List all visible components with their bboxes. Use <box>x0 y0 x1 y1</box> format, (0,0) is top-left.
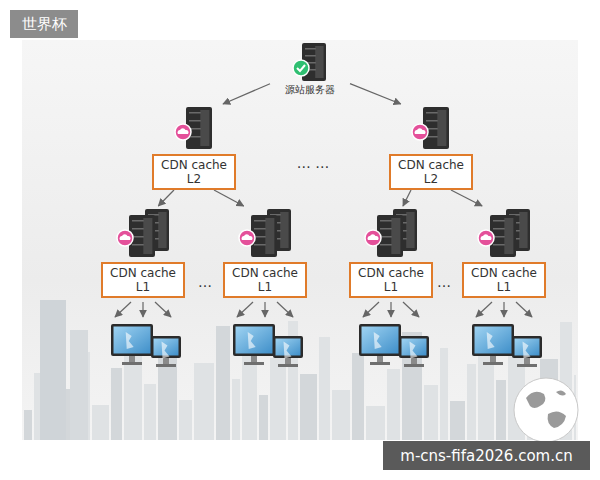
client-computers <box>111 302 542 367</box>
cdn-box-outline: CDN cache L1 <box>349 262 433 298</box>
building <box>467 364 476 440</box>
building <box>179 400 192 440</box>
building <box>111 368 122 440</box>
client-arrow <box>264 302 265 317</box>
cdn-box-outline: CDN cache L2 <box>152 154 236 190</box>
cache-label: CDN cache L1 <box>357 266 425 294</box>
client-arrow <box>516 302 532 317</box>
origin-server-node: 源站服务器 <box>270 40 350 96</box>
client-arrow <box>142 302 143 317</box>
building <box>92 405 109 440</box>
connector-arrow <box>214 190 244 206</box>
ellipsis: … <box>437 274 451 290</box>
building <box>232 379 240 440</box>
building <box>144 384 156 440</box>
globe <box>514 378 578 442</box>
connector-arrow <box>223 84 270 104</box>
building <box>450 401 465 440</box>
building <box>242 342 257 440</box>
cache-label: CDN cache L2 <box>160 158 228 186</box>
building <box>440 348 448 440</box>
connector-arrow <box>158 190 174 206</box>
client-arrow <box>155 302 171 317</box>
client-arrow <box>237 302 253 317</box>
building <box>332 390 350 440</box>
monitor <box>399 336 429 367</box>
cache-label: CDN cache L1 <box>470 266 538 294</box>
building <box>194 363 214 440</box>
cdn-cache-node: CDN cache L1 <box>346 206 436 298</box>
building <box>319 337 330 440</box>
cache-label: CDN cache L1 <box>109 266 177 294</box>
cdn-server-icon <box>409 106 453 150</box>
tower-building <box>40 300 66 440</box>
ellipsis: … … <box>297 155 329 171</box>
cache-label: CDN cache L2 <box>397 158 465 186</box>
client-arrow <box>277 302 293 317</box>
cdn-cache-node: CDN cache L2 <box>386 104 476 190</box>
building <box>352 353 364 440</box>
building <box>270 358 286 440</box>
building <box>158 347 177 440</box>
client-arrow <box>503 302 504 317</box>
building <box>496 380 506 440</box>
connector-arrow <box>350 84 401 104</box>
city-skyline <box>24 300 576 440</box>
cdn-server-icon <box>474 208 534 258</box>
building <box>216 326 230 440</box>
cdn-box-outline: CDN cache L1 <box>101 262 185 298</box>
cdn-cache-node: CDN cache L1 <box>459 206 549 298</box>
origin-server-icon <box>290 42 330 82</box>
building <box>366 406 385 440</box>
cdn-server-icon <box>361 208 421 258</box>
monitor <box>151 336 181 367</box>
watermark: m-cns-fifa2026.com.cn <box>383 441 590 470</box>
monitor <box>472 324 514 365</box>
monitor <box>359 324 401 365</box>
cdn-box-outline: CDN cache L2 <box>389 154 473 190</box>
cdn-cache-node: CDN cache L1 <box>98 206 188 298</box>
building <box>24 410 32 440</box>
cdn-cache-node: CDN cache L1 <box>220 206 310 298</box>
connector-arrow <box>403 190 411 206</box>
client-arrow <box>476 302 492 317</box>
client-arrow <box>390 302 391 317</box>
cache-label: CDN cache L1 <box>231 266 299 294</box>
cdn-cache-node: CDN cache L2 <box>149 104 239 190</box>
tower-building <box>70 330 88 440</box>
monitor <box>512 336 542 367</box>
monitor <box>233 324 275 365</box>
client-arrow <box>115 302 131 317</box>
cdn-server-icon <box>172 106 216 150</box>
cdn-server-icon <box>235 208 295 258</box>
cdn-box-outline: CDN cache L1 <box>462 262 546 298</box>
cdn-server-icon <box>113 208 173 258</box>
monitor <box>273 336 303 367</box>
connector-arrow <box>451 190 482 206</box>
building <box>259 395 268 440</box>
building <box>424 385 438 440</box>
background-panel <box>22 40 578 440</box>
client-arrow <box>363 302 379 317</box>
building <box>300 374 317 440</box>
corner-tag: 世界杯 <box>10 10 78 38</box>
client-arrow <box>403 302 419 317</box>
cdn-box-outline: CDN cache L1 <box>223 262 307 298</box>
building <box>387 369 400 440</box>
server-label: 源站服务器 <box>285 84 335 96</box>
ellipsis: … <box>198 274 212 290</box>
monitor <box>111 324 153 365</box>
